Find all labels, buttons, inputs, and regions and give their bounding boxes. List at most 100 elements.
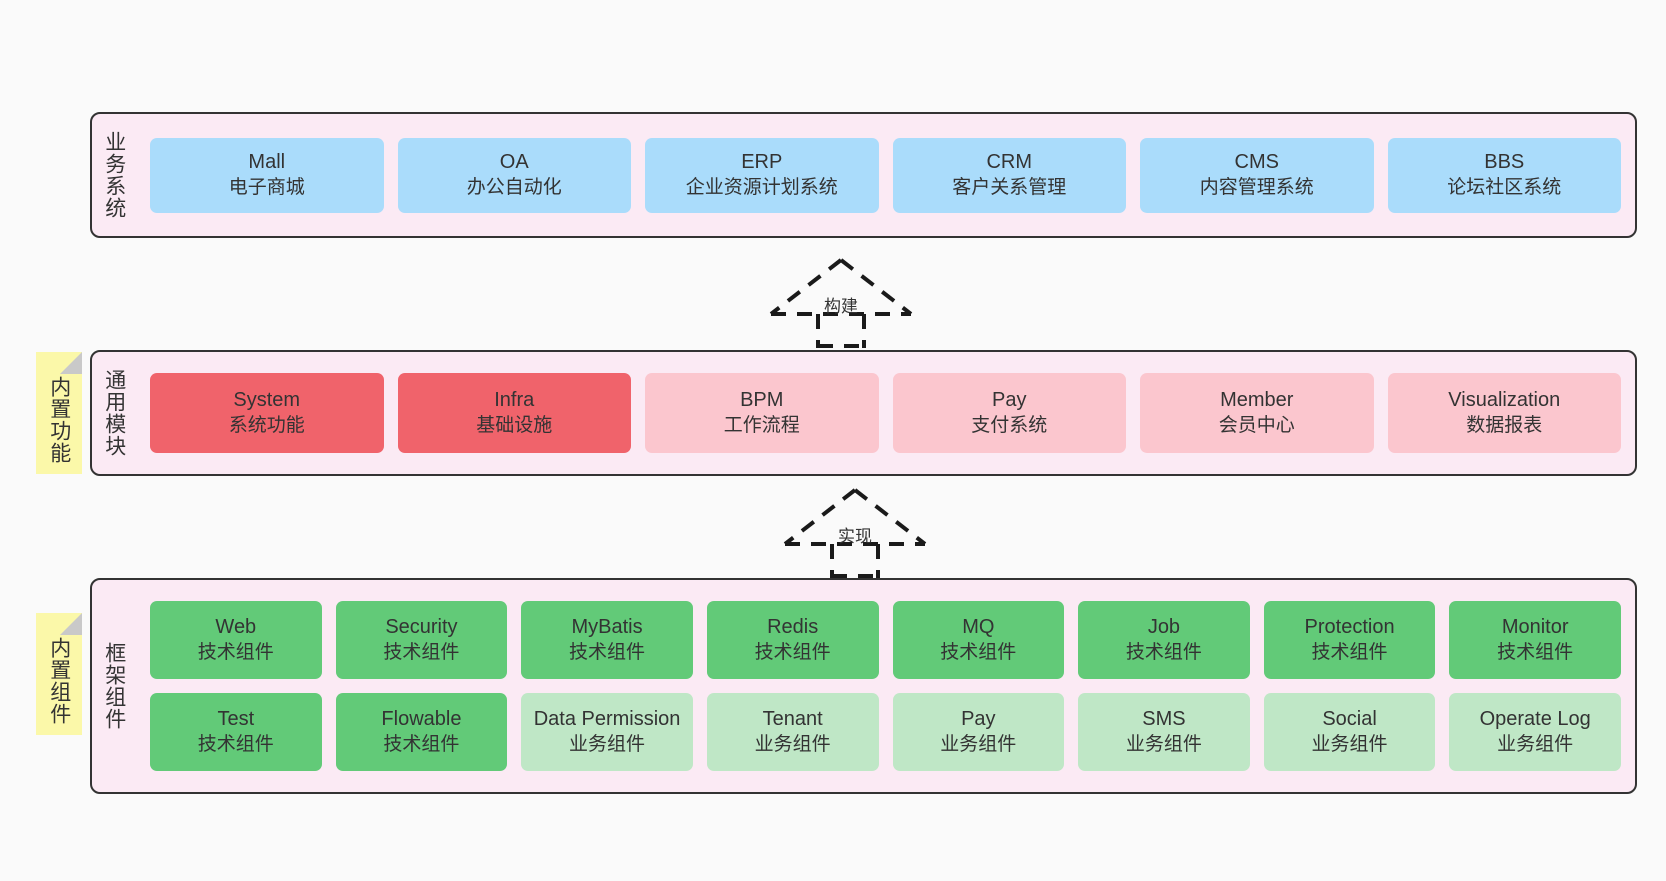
card-subtitle: 技术组件 <box>197 641 274 663</box>
module-card-data-permission[interactable]: Data Permission 业务组件 <box>521 693 693 771</box>
card-title: SMS <box>1142 708 1186 731</box>
layer-framework-components[interactable]: 框架组件 Web 技术组件 Security 技术组件 MyBatis 技术组件… <box>90 578 1637 794</box>
card-subtitle: 系统功能 <box>228 414 305 436</box>
module-card-job[interactable]: Job 技术组件 <box>1078 601 1250 679</box>
layer-business-systems[interactable]: 业务系统 Mall 电子商城 OA 办公自动化 ERP 企业资源计划系统 CRM… <box>90 112 1637 238</box>
module-card-social[interactable]: Social 业务组件 <box>1263 693 1436 771</box>
module-card-mq[interactable]: MQ 技术组件 <box>892 601 1065 679</box>
layer-body-framework: Web 技术组件 Security 技术组件 MyBatis 技术组件 Redi… <box>136 580 1635 792</box>
module-card-operate-log[interactable]: Operate Log 业务组件 <box>1449 693 1621 771</box>
card-title: BPM <box>740 389 784 412</box>
module-card-sms[interactable]: SMS 业务组件 <box>1078 693 1250 771</box>
connector-label-implement: 实现 <box>838 527 872 546</box>
card-subtitle: 工作流程 <box>723 414 800 436</box>
card-subtitle: 技术组件 <box>569 641 646 663</box>
module-card-bbs[interactable]: BBS 论坛社区系统 <box>1387 137 1621 213</box>
note-builtin-components[interactable]: 内置组件 <box>36 613 82 735</box>
connector-implement: 实现 <box>770 486 940 578</box>
card-subtitle: 业务组件 <box>1311 733 1388 755</box>
card-subtitle: 业务组件 <box>1497 733 1574 755</box>
connector-label-build: 构建 <box>824 297 858 316</box>
card-title: Visualization <box>1448 389 1561 412</box>
module-card-mall[interactable]: Mall 电子商城 <box>150 137 384 213</box>
module-card-tenant[interactable]: Tenant 业务组件 <box>706 693 879 771</box>
module-card-bpm[interactable]: BPM 工作流程 <box>645 373 879 453</box>
module-card-web[interactable]: Web 技术组件 <box>150 601 322 679</box>
card-subtitle: 支付系统 <box>971 414 1048 436</box>
module-card-mybatis[interactable]: MyBatis 技术组件 <box>521 601 693 679</box>
card-row: Web 技术组件 Security 技术组件 MyBatis 技术组件 Redi… <box>150 601 1621 679</box>
module-card-monitor[interactable]: Monitor 技术组件 <box>1449 601 1621 679</box>
card-title: System <box>233 389 301 412</box>
card-title: Security <box>385 616 458 639</box>
module-card-member[interactable]: Member 会员中心 <box>1140 373 1374 453</box>
module-card-system[interactable]: System 系统功能 <box>150 373 384 453</box>
card-title: CMS <box>1234 151 1279 174</box>
card-title: Flowable <box>381 708 462 731</box>
card-title: Member <box>1220 389 1294 412</box>
card-subtitle: 业务组件 <box>1125 733 1202 755</box>
card-subtitle: 基础设施 <box>476 414 553 436</box>
card-subtitle: 技术组件 <box>1311 641 1388 663</box>
card-subtitle: 会员中心 <box>1218 414 1295 436</box>
card-subtitle: 技术组件 <box>197 733 274 755</box>
module-card-flowable[interactable]: Flowable 技术组件 <box>335 693 508 771</box>
note-text: 内置组件 <box>47 637 71 725</box>
module-card-pay-business[interactable]: Pay 业务组件 <box>892 693 1065 771</box>
layer-title-framework: 框架组件 <box>102 642 126 730</box>
module-card-test[interactable]: Test 技术组件 <box>150 693 322 771</box>
layer-title-business: 业务系统 <box>102 131 126 219</box>
card-title: MQ <box>962 616 995 639</box>
card-title: Pay <box>992 389 1027 412</box>
module-card-redis[interactable]: Redis 技术组件 <box>706 601 879 679</box>
card-row: Test 技术组件 Flowable 技术组件 Data Permission … <box>150 693 1621 771</box>
card-subtitle: 论坛社区系统 <box>1447 176 1562 198</box>
card-title: Test <box>217 708 255 731</box>
card-title: Infra <box>494 389 535 412</box>
card-subtitle: 客户关系管理 <box>952 176 1067 198</box>
card-title: Job <box>1147 616 1181 639</box>
module-card-crm[interactable]: CRM 客户关系管理 <box>892 137 1126 213</box>
module-card-cms[interactable]: CMS 内容管理系统 <box>1140 137 1374 213</box>
card-title: Redis <box>767 616 819 639</box>
card-subtitle: 技术组件 <box>940 641 1017 663</box>
dashed-generalization-arrow-icon <box>783 488 927 578</box>
card-subtitle: 业务组件 <box>754 733 831 755</box>
card-subtitle: 技术组件 <box>383 733 460 755</box>
card-subtitle: 技术组件 <box>383 641 460 663</box>
module-card-pay[interactable]: Pay 支付系统 <box>892 373 1126 453</box>
note-builtin-features[interactable]: 内置功能 <box>36 352 82 474</box>
card-subtitle: 业务组件 <box>940 733 1017 755</box>
card-subtitle: 技术组件 <box>754 641 831 663</box>
card-subtitle: 数据报表 <box>1466 414 1543 436</box>
card-title: Tenant <box>762 708 823 731</box>
card-subtitle: 业务组件 <box>569 733 646 755</box>
module-card-security[interactable]: Security 技术组件 <box>335 601 508 679</box>
card-title: Social <box>1322 708 1377 731</box>
dashed-generalization-arrow-icon <box>769 258 913 348</box>
module-card-protection[interactable]: Protection 技术组件 <box>1263 601 1436 679</box>
card-subtitle: 办公自动化 <box>466 176 562 198</box>
module-card-infra[interactable]: Infra 基础设施 <box>397 373 631 453</box>
note-text: 内置功能 <box>47 376 71 464</box>
card-title: CRM <box>986 151 1033 174</box>
card-subtitle: 技术组件 <box>1125 641 1202 663</box>
card-title: Monitor <box>1501 616 1569 639</box>
card-title: Data Permission <box>533 708 681 731</box>
module-card-oa[interactable]: OA 办公自动化 <box>397 137 631 213</box>
card-title: Web <box>215 616 257 639</box>
layer-common-modules[interactable]: 通用模块 System 系统功能 Infra 基础设施 BPM 工作流程 Pay… <box>90 350 1637 476</box>
layer-title-common: 通用模块 <box>102 369 126 457</box>
module-card-visualization[interactable]: Visualization 数据报表 <box>1387 373 1621 453</box>
card-row: System 系统功能 Infra 基础设施 BPM 工作流程 Pay 支付系统… <box>150 373 1621 453</box>
card-title: Protection <box>1304 616 1395 639</box>
card-title: BBS <box>1484 151 1525 174</box>
card-row: Mall 电子商城 OA 办公自动化 ERP 企业资源计划系统 CRM 客户关系… <box>150 137 1621 213</box>
card-title: Mall <box>248 151 286 174</box>
card-subtitle: 内容管理系统 <box>1199 176 1314 198</box>
card-title: OA <box>499 151 529 174</box>
connector-build: 构建 <box>756 256 926 348</box>
module-card-erp[interactable]: ERP 企业资源计划系统 <box>645 137 879 213</box>
card-subtitle: 企业资源计划系统 <box>685 176 838 198</box>
